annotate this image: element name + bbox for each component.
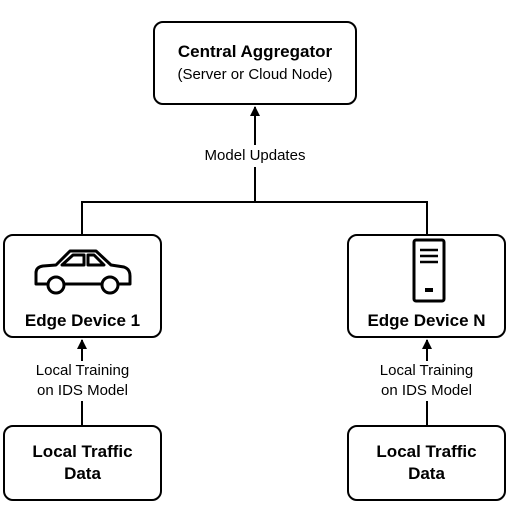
central-aggregator-subtitle: (Server or Cloud Node) (177, 66, 333, 83)
local-traffic-data-node-n: Local Traffic Data (347, 425, 506, 501)
local-training-label-1: Local Training on IDS Model (17, 361, 148, 401)
edge-device-n-node: Edge Device N (347, 234, 506, 338)
local-traffic-data-line-1: Local Traffic (32, 442, 133, 461)
central-aggregator-title: Central Aggregator (177, 42, 333, 61)
car-icon (34, 249, 131, 295)
edge-device-n-title: Edge Device N (367, 311, 486, 330)
local-traffic-data-line-2: Data (408, 464, 445, 483)
model-updates-label: Model Updates (188, 145, 322, 167)
local-training-label-n: Local Training on IDS Model (361, 361, 492, 401)
local-training-line-1: Local Training (35, 362, 130, 379)
local-training-line-1: Local Training (379, 362, 474, 379)
central-aggregator-node: Central Aggregator (Server or Cloud Node… (153, 21, 357, 105)
local-training-line-2: on IDS Model (37, 382, 128, 399)
aggregation-connector (81, 106, 428, 234)
server-icon (412, 238, 445, 303)
local-traffic-data-line-1: Local Traffic (376, 442, 477, 461)
local-traffic-data-line-2: Data (64, 464, 101, 483)
local-traffic-data-node-1: Local Traffic Data (3, 425, 162, 501)
local-training-line-2: on IDS Model (381, 382, 472, 399)
edge-device-1-title: Edge Device 1 (24, 311, 141, 330)
edge-device-1-node: Edge Device 1 (3, 234, 162, 338)
